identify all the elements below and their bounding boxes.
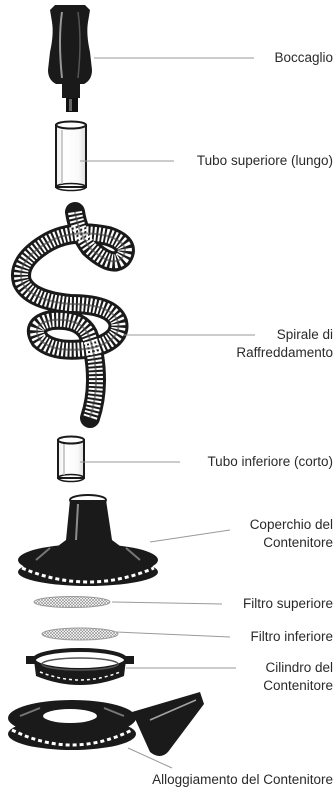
container-lid-part — [18, 495, 158, 586]
leader-upper-filter — [112, 602, 222, 604]
label-container-cylinder-line1: Cilindro del — [265, 660, 333, 676]
label-cooling-coil-line2: Raffreddamento — [236, 345, 333, 361]
lower-filter-part — [42, 628, 118, 640]
upper-tube-part — [56, 122, 86, 191]
label-container-lid-line2: Contenitore — [263, 535, 333, 551]
label-upper-tube: Tubo superiore (lungo) — [197, 153, 333, 169]
mouthpiece-part — [48, 5, 92, 112]
upper-filter-part — [34, 597, 110, 608]
cooling-coil-part — [21, 212, 125, 418]
container-housing-part — [8, 692, 204, 756]
label-container-housing: Alloggiamento del Contenitore — [0, 772, 336, 788]
label-cooling-coil-line1: Spirale di — [277, 327, 333, 343]
container-cylinder-part — [26, 650, 134, 685]
label-mouthpiece: Boccaglio — [274, 50, 333, 66]
label-lower-filter: Filtro inferiore — [250, 629, 333, 645]
label-upper-filter: Filtro superiore — [243, 596, 333, 612]
label-lower-tube: Tubo inferiore (corto) — [207, 454, 333, 470]
leader-lower-filter — [116, 632, 230, 637]
label-container-cylinder-line2: Contenitore — [263, 678, 333, 694]
leader-container-lid — [150, 530, 230, 542]
lower-tube-part — [58, 437, 84, 482]
label-container-lid-line1: Coperchio del — [250, 517, 333, 533]
